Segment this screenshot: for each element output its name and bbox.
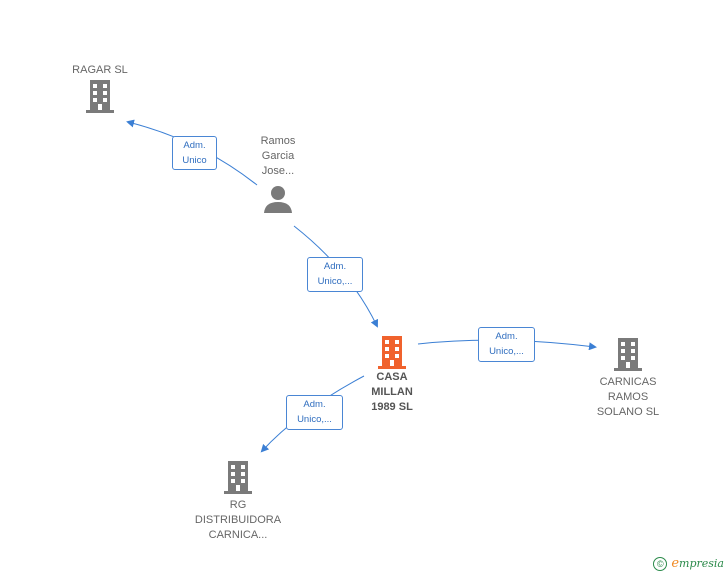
badge-line: Adm. — [495, 331, 518, 342]
badge-line: Adm. — [303, 399, 326, 410]
copyright-icon: © — [653, 557, 668, 571]
person-icon — [264, 186, 292, 213]
node-label: RG DISTRIBUIDORA CARNICA... — [194, 499, 282, 541]
badge-line: Unico,... — [297, 414, 332, 425]
node-carnicas-ramos-solano-sl[interactable]: CARNICAS RAMOS SOLANO SL — [578, 336, 678, 420]
empresia-logo[interactable]: ©empresia — [653, 556, 724, 571]
node-label: CASA MILLAN 1989 SL — [371, 371, 413, 413]
badge-line: Adm. — [323, 261, 347, 272]
brand-first-letter: e — [671, 555, 680, 571]
badge-line: Unico — [182, 155, 207, 166]
node-label: Ramos Garcia Jose... — [260, 135, 296, 177]
node-casa-millan-1989-sl[interactable]: CASA MILLAN 1989 SL — [352, 334, 432, 415]
building-icon — [378, 336, 406, 369]
building-icon — [86, 80, 114, 113]
edge-badge-casa-rg[interactable]: Adm. Unico,... — [286, 395, 343, 430]
edge-badge-casa-carnicas[interactable]: Adm. Unico,... — [478, 327, 535, 362]
brand-rest: mpresia — [679, 556, 724, 570]
building-icon — [614, 338, 642, 371]
edge-badge-ramos-casa[interactable]: Adm. Unico,... — [307, 257, 363, 292]
badge-line: Unico,... — [317, 276, 353, 287]
badge-line: Unico,... — [489, 346, 524, 357]
building-icon — [224, 461, 252, 494]
edge-badge-ramos-ragar[interactable]: Adm. Unico — [172, 136, 217, 170]
badge-line: Adm. — [183, 140, 206, 151]
node-label: CARNICAS RAMOS SOLANO SL — [596, 376, 660, 418]
node-rg-distribuidora-carnica[interactable]: RG DISTRIBUIDORA CARNICA... — [183, 459, 293, 543]
node-ragar-sl[interactable]: RAGAR SL — [50, 63, 150, 114]
node-label: RAGAR SL — [72, 64, 128, 76]
node-ramos-garcia-jose[interactable]: Ramos Garcia Jose... — [240, 134, 316, 215]
